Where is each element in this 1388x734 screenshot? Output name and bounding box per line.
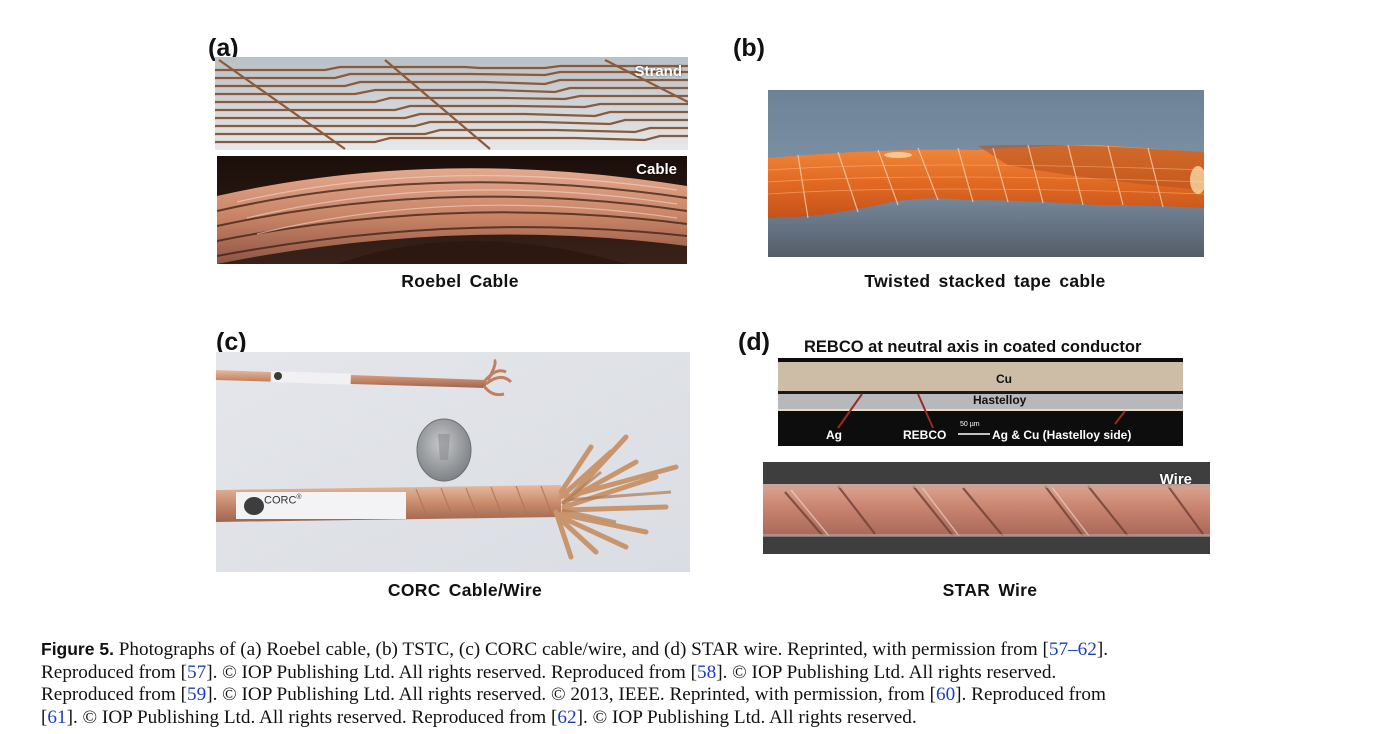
rebco-label: REBCO [903,428,947,442]
reference-link[interactable]: 58 [697,661,717,683]
roebel-strand-photo: Strand [215,57,688,150]
cu-label: Cu [996,372,1012,386]
panel-d-letter: (d) [738,328,770,356]
reference-link[interactable]: 57 [187,661,207,683]
panel-b-caption: Twisted stacked tape cable [864,271,1106,291]
ag-label: Ag [826,428,842,442]
caption-segment: ]. © IOP Publishing Ltd. All rights rese… [206,684,936,705]
caption-segment: ]. © IOP Publishing Ltd. All rights rese… [576,706,917,728]
panel-c-caption: CORC Cable/Wire [387,580,543,600]
caption-line-2: Reproduced from [57]. © IOP Publishing L… [41,662,1386,685]
reference-link[interactable]: 57–62 [1048,639,1097,660]
caption-segment: ]. © IOP Publishing Ltd. All rights rese… [716,661,1057,683]
hastelloy-label: Hastelloy [973,393,1027,407]
strand-label: Strand [634,63,682,80]
reference-link[interactable]: 61 [47,706,67,728]
reference-link[interactable]: 59 [187,684,207,705]
panel-d-caption: STAR Wire [942,580,1038,600]
star-wire-photo: Wire [763,462,1210,554]
cable-label: Cable [636,161,677,178]
corc-photo: CORC® [216,352,690,572]
panel-a-letter: (a) [208,34,239,62]
caption-segment: Reproduced from [ [41,661,187,683]
cross-section-title: REBCO at neutral axis in coated conducto… [804,338,1142,356]
reference-link[interactable]: 62 [557,706,577,728]
caption-segment: ]. © IOP Publishing Ltd. All rights rese… [66,706,558,728]
scale-bar-label: 50 µm [960,421,980,428]
caption-line-4: [61]. © IOP Publishing Ltd. All rights r… [41,707,1386,730]
panel-a-caption: Roebel Cable [401,271,519,291]
panel-c-letter: (c) [216,328,247,356]
caption-segment: Reproduced from [ [41,684,187,705]
ag-cu-label: Ag & Cu (Hastelloy side) [992,428,1132,442]
rebco-cross-section: Cu Hastelloy Ag REBCO 50 µm Ag & Cu (Has… [778,358,1183,446]
caption-segment: Photographs of (a) Roebel cable, (b) TST… [113,639,1049,660]
caption-line-3: Reproduced from [59]. © IOP Publishing L… [41,684,1386,707]
tstc-photo [768,90,1204,257]
figure-caption: Figure 5. Photographs of (a) Roebel cabl… [41,638,1386,729]
reference-link[interactable]: 60 [935,684,956,705]
caption-segment: [ [41,706,48,728]
caption-segment: ]. Reproduced from [955,684,1106,705]
caption-line-1: Figure 5. Photographs of (a) Roebel cabl… [41,638,1386,662]
roebel-cable-photo: Cable [217,156,687,264]
figure-label: Figure 5. [41,639,114,659]
wire-label: Wire [1159,471,1192,488]
caption-segment: ]. © IOP Publishing Ltd. All rights rese… [206,661,698,683]
corc-brand-label: CORC® [264,494,302,507]
panel-b-letter: (b) [733,34,765,62]
caption-segment: ]. [1096,639,1108,660]
